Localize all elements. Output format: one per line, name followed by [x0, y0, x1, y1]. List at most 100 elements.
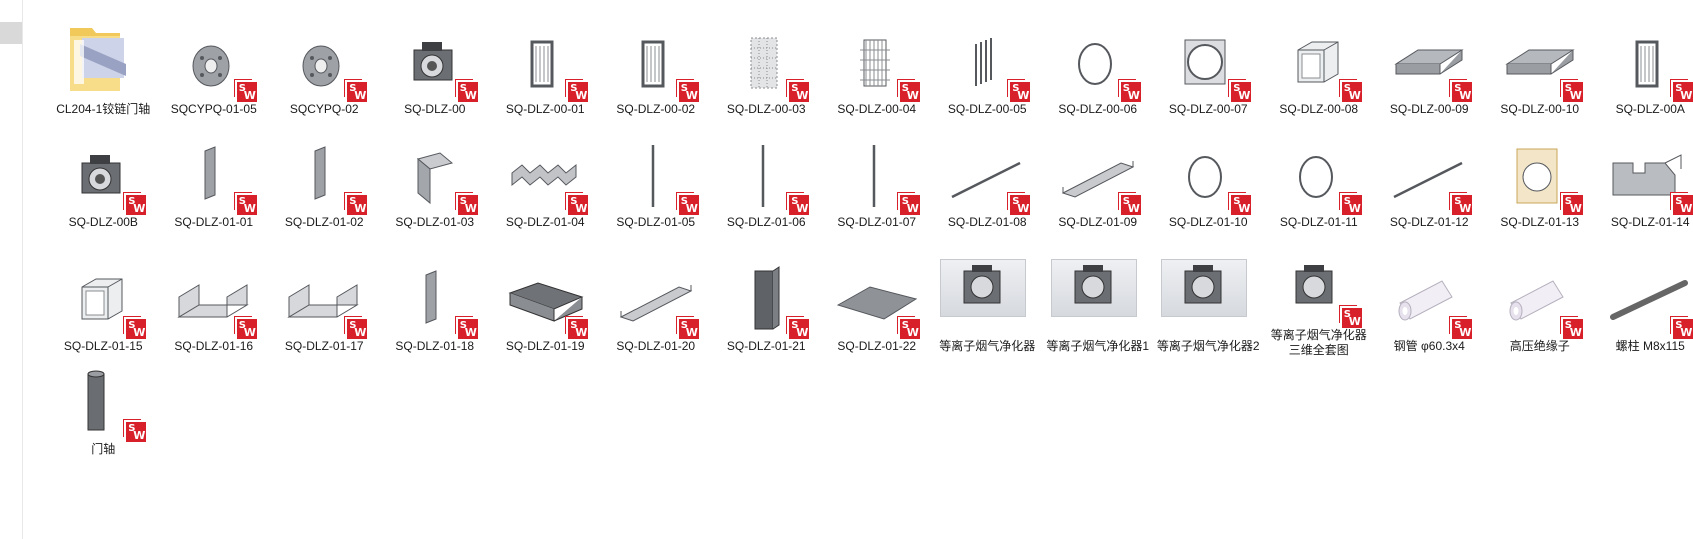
solidworks-badge-icon — [1673, 82, 1693, 102]
file-name: SQ-DLZ-01-02 — [284, 215, 364, 229]
file-name: SQ-DLZ-00-10 — [1500, 102, 1580, 116]
file-name: 钢管 φ60.3x4 — [1393, 339, 1465, 353]
solidworks-badge-icon — [789, 82, 810, 102]
file-item[interactable]: 等离子烟气净化器2 — [1153, 255, 1264, 358]
purifier-icon — [388, 20, 482, 104]
file-item[interactable]: SQ-DLZ-01-22 — [822, 255, 933, 358]
solidworks-badge-icon — [789, 319, 810, 339]
file-item[interactable]: SQ-DLZ-00 — [380, 18, 491, 131]
file-item[interactable]: SQ-DLZ-01-01 — [159, 131, 270, 255]
file-item[interactable]: SQ-DLZ-00-05 — [932, 18, 1043, 131]
file-item[interactable]: CL204-1铰链门轴 — [48, 18, 159, 131]
rod-icon — [609, 133, 703, 217]
file-name: SQ-DLZ-01-11 — [1279, 215, 1358, 229]
solidworks-badge-icon — [1010, 195, 1031, 215]
file-item[interactable]: SQ-DLZ-00-01 — [490, 18, 601, 131]
scrollbar-tab[interactable] — [0, 22, 22, 44]
file-item[interactable]: SQ-DLZ-01-17 — [269, 255, 380, 358]
file-item[interactable]: SQ-DLZ-01-14 — [1595, 131, 1693, 255]
file-item[interactable]: 等离子烟气净化器三维全套图 — [1264, 255, 1375, 358]
solidworks-badge-icon — [1341, 195, 1362, 215]
file-item[interactable]: SQ-DLZ-00A — [1595, 18, 1693, 131]
solidworks-badge-icon — [1341, 308, 1362, 328]
file-name: SQ-DLZ-01-08 — [947, 215, 1027, 229]
folder-icon — [56, 20, 150, 104]
file-item[interactable]: 等离子烟气净化器 — [932, 255, 1043, 358]
file-item[interactable]: SQ-DLZ-01-10 — [1153, 131, 1264, 255]
bracket-icon — [1603, 133, 1693, 217]
ring-icon — [1272, 133, 1366, 217]
solidworks-badge-icon — [1452, 195, 1473, 215]
electrode-grid-icon — [830, 20, 924, 104]
file-item[interactable]: SQ-DLZ-00-10 — [1485, 18, 1596, 131]
file-item[interactable]: SQ-DLZ-00-02 — [601, 18, 712, 131]
file-item[interactable]: SQ-DLZ-01-06 — [711, 131, 822, 255]
file-item[interactable]: SQCYPQ-01-05 — [159, 18, 270, 131]
solidworks-badge-icon — [1673, 195, 1693, 215]
file-item[interactable]: SQ-DLZ-01-19 — [490, 255, 601, 358]
file-item[interactable]: SQ-DLZ-00-06 — [1043, 18, 1154, 131]
plate-icon — [167, 133, 261, 217]
solidworks-badge-icon — [899, 319, 920, 339]
file-name: SQ-DLZ-01-05 — [616, 215, 696, 229]
file-item[interactable]: 螺柱 M8x115 — [1595, 255, 1693, 358]
file-item[interactable]: SQ-DLZ-01-04 — [490, 131, 601, 255]
file-item[interactable]: SQ-DLZ-00B — [48, 131, 159, 255]
file-item[interactable]: 门轴 — [48, 358, 159, 461]
file-item[interactable]: 高压绝缘子 — [1485, 255, 1596, 358]
file-name: SQ-DLZ-00B — [68, 215, 138, 229]
file-name: 门轴 — [91, 442, 116, 456]
file-item[interactable]: SQ-DLZ-01-05 — [601, 131, 712, 255]
file-item[interactable]: SQ-DLZ-01-03 — [380, 131, 491, 255]
file-item[interactable]: SQ-DLZ-00-07 — [1153, 18, 1264, 131]
file-grid: CL204-1铰链门轴SQCYPQ-01-05SQCYPQ-02SQ-DLZ-0… — [48, 18, 1693, 461]
u-channel-icon — [277, 257, 371, 341]
file-name: 高压绝缘子 — [1509, 339, 1570, 353]
disc-plate-icon — [1493, 133, 1587, 217]
file-item[interactable]: 等离子烟气净化器1 — [1043, 255, 1154, 358]
file-item[interactable]: SQCYPQ-02 — [269, 18, 380, 131]
rod-icon — [719, 133, 813, 217]
frame-box-icon — [1272, 20, 1366, 104]
file-item[interactable]: SQ-DLZ-01-07 — [822, 131, 933, 255]
file-item[interactable]: SQ-DLZ-00-03 — [711, 18, 822, 131]
file-name: SQ-DLZ-01-19 — [505, 339, 585, 353]
file-item[interactable]: SQ-DLZ-01-02 — [269, 131, 380, 255]
solidworks-badge-icon — [457, 319, 478, 339]
file-item[interactable]: SQ-DLZ-01-20 — [601, 255, 712, 358]
solidworks-badge-icon — [1231, 82, 1252, 102]
tray-icon — [1382, 20, 1476, 104]
file-item[interactable]: SQ-DLZ-01-11 — [1264, 131, 1375, 255]
file-item[interactable]: SQ-DLZ-00-08 — [1264, 18, 1375, 131]
file-item[interactable]: 钢管 φ60.3x4 — [1374, 255, 1485, 358]
file-name: SQ-DLZ-01-13 — [1500, 215, 1580, 229]
solidworks-badge-icon — [1562, 82, 1583, 102]
file-item[interactable]: SQ-DLZ-01-16 — [159, 255, 270, 358]
file-item[interactable]: SQ-DLZ-00-04 — [822, 18, 933, 131]
solidworks-badge-icon — [347, 195, 368, 215]
file-name: 等离子烟气净化器三维全套图 — [1270, 328, 1367, 357]
purifier-icon — [56, 133, 150, 217]
file-name: SQ-DLZ-01-04 — [505, 215, 585, 229]
solidworks-badge-icon — [678, 319, 699, 339]
file-name: SQ-DLZ-00-08 — [1279, 102, 1359, 116]
solidworks-badge-icon — [1562, 319, 1583, 339]
file-item[interactable]: SQ-DLZ-01-18 — [380, 255, 491, 358]
solidworks-badge-icon — [126, 195, 147, 215]
file-item[interactable]: SQ-DLZ-01-12 — [1374, 131, 1485, 255]
file-name: SQ-DLZ-01-06 — [726, 215, 806, 229]
file-item[interactable]: SQ-DLZ-01-21 — [711, 255, 822, 358]
diagonal-rod-icon — [940, 133, 1034, 217]
file-item[interactable]: SQ-DLZ-01-09 — [1043, 131, 1154, 255]
file-name: SQ-DLZ-00-04 — [837, 102, 917, 116]
file-item[interactable]: SQ-DLZ-01-08 — [932, 131, 1043, 255]
solidworks-badge-icon — [789, 195, 810, 215]
solidworks-badge-icon — [347, 82, 368, 102]
file-item[interactable]: SQ-DLZ-01-13 — [1485, 131, 1596, 255]
solidworks-badge-icon — [899, 82, 920, 102]
file-item[interactable]: SQ-DLZ-00-09 — [1374, 18, 1485, 131]
solidworks-badge-icon — [568, 195, 589, 215]
file-item[interactable]: SQ-DLZ-01-15 — [48, 255, 159, 358]
solidworks-badge-icon — [678, 82, 699, 102]
solidworks-badge-icon — [1452, 82, 1473, 102]
